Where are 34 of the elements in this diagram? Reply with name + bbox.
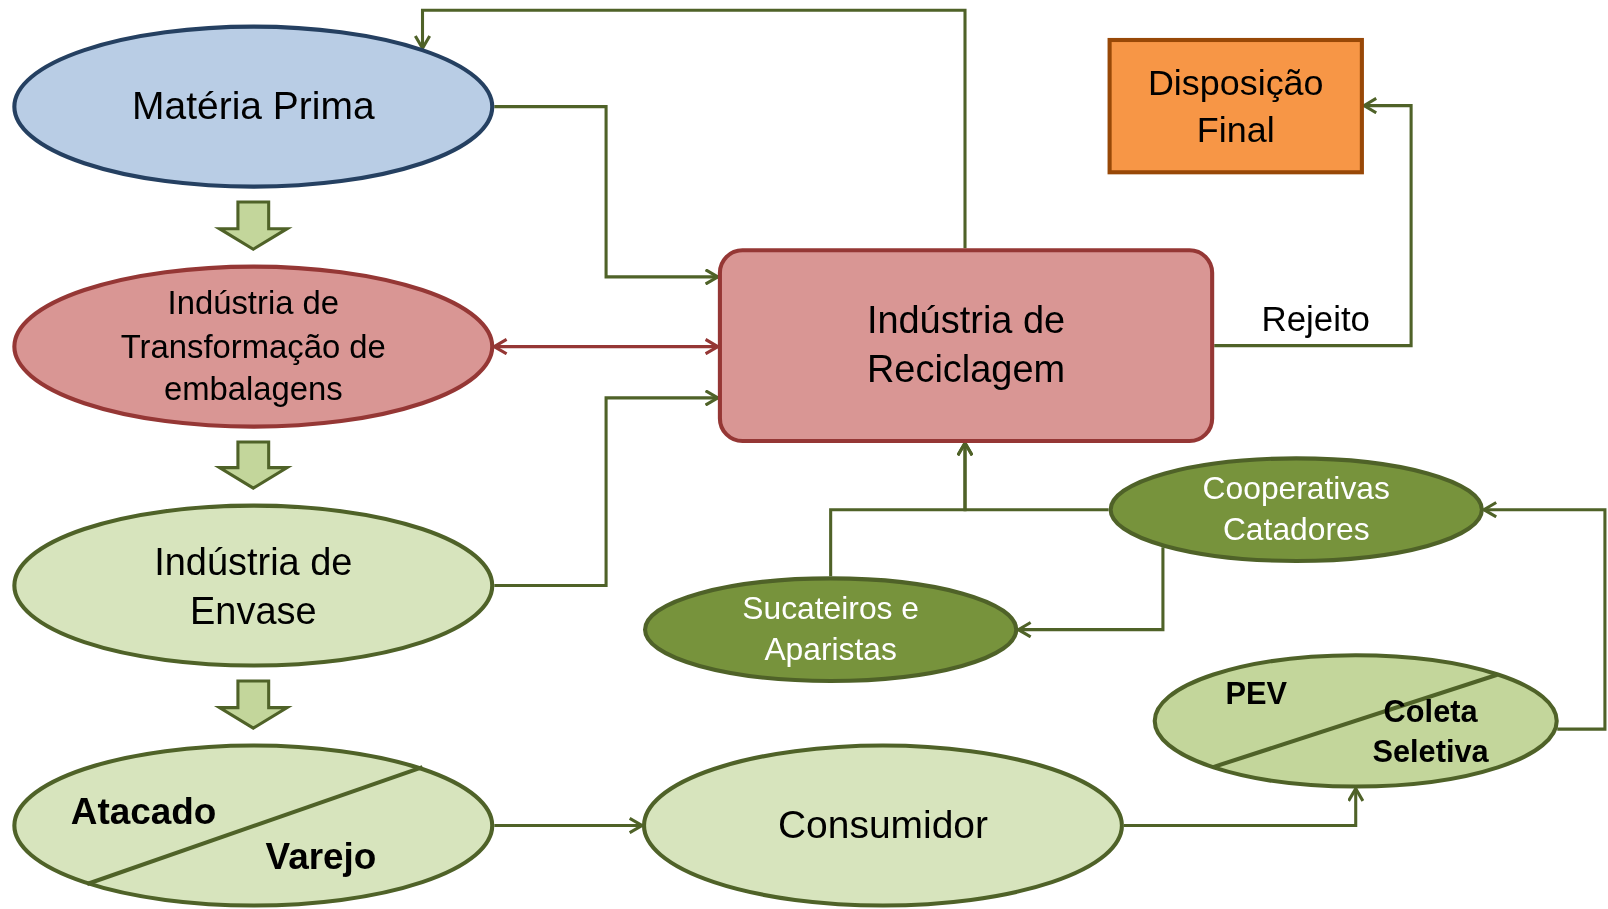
ellipse-node [12, 743, 495, 908]
node-label: Varejo [264, 834, 378, 880]
arrow [1482, 500, 1607, 731]
node-label: Atacado [69, 789, 218, 835]
arrow [829, 441, 974, 577]
ellipse-node [1108, 456, 1484, 563]
node-label: Indústria de Envase [153, 540, 354, 635]
ellipse-node [12, 503, 495, 668]
node-label: Coleta Seletiva [1371, 693, 1490, 771]
arrow [494, 816, 644, 835]
node-label: Indústria de Reciclagem [865, 298, 1067, 393]
node-label: Consumidor [776, 802, 989, 849]
block-arrow [213, 440, 293, 490]
node-label: PEV [1224, 675, 1289, 713]
arrow [1016, 547, 1165, 639]
node-label: Disposição Final [1146, 61, 1325, 151]
arrow [1214, 96, 1413, 348]
block-arrow [213, 200, 293, 251]
node-label: Matéria Prima [131, 83, 376, 130]
ellipse-node [12, 24, 495, 189]
arrow [494, 105, 720, 286]
ellipse-node [12, 264, 495, 429]
block-arrow [213, 679, 293, 730]
arrow [413, 8, 967, 249]
node-label: Cooperativas Catadores [1201, 469, 1391, 550]
node-label: Indústria de Transformação de embalagens [119, 283, 387, 409]
rounded-box [717, 248, 1215, 443]
ellipse-node [641, 743, 1124, 908]
arrow [494, 389, 720, 588]
ellipse-node [1152, 653, 1559, 789]
node-label: Sucateiros e Aparistas [741, 589, 920, 670]
process-box [1107, 37, 1364, 175]
ellipse-node [643, 576, 1019, 683]
arrow [1123, 787, 1365, 828]
